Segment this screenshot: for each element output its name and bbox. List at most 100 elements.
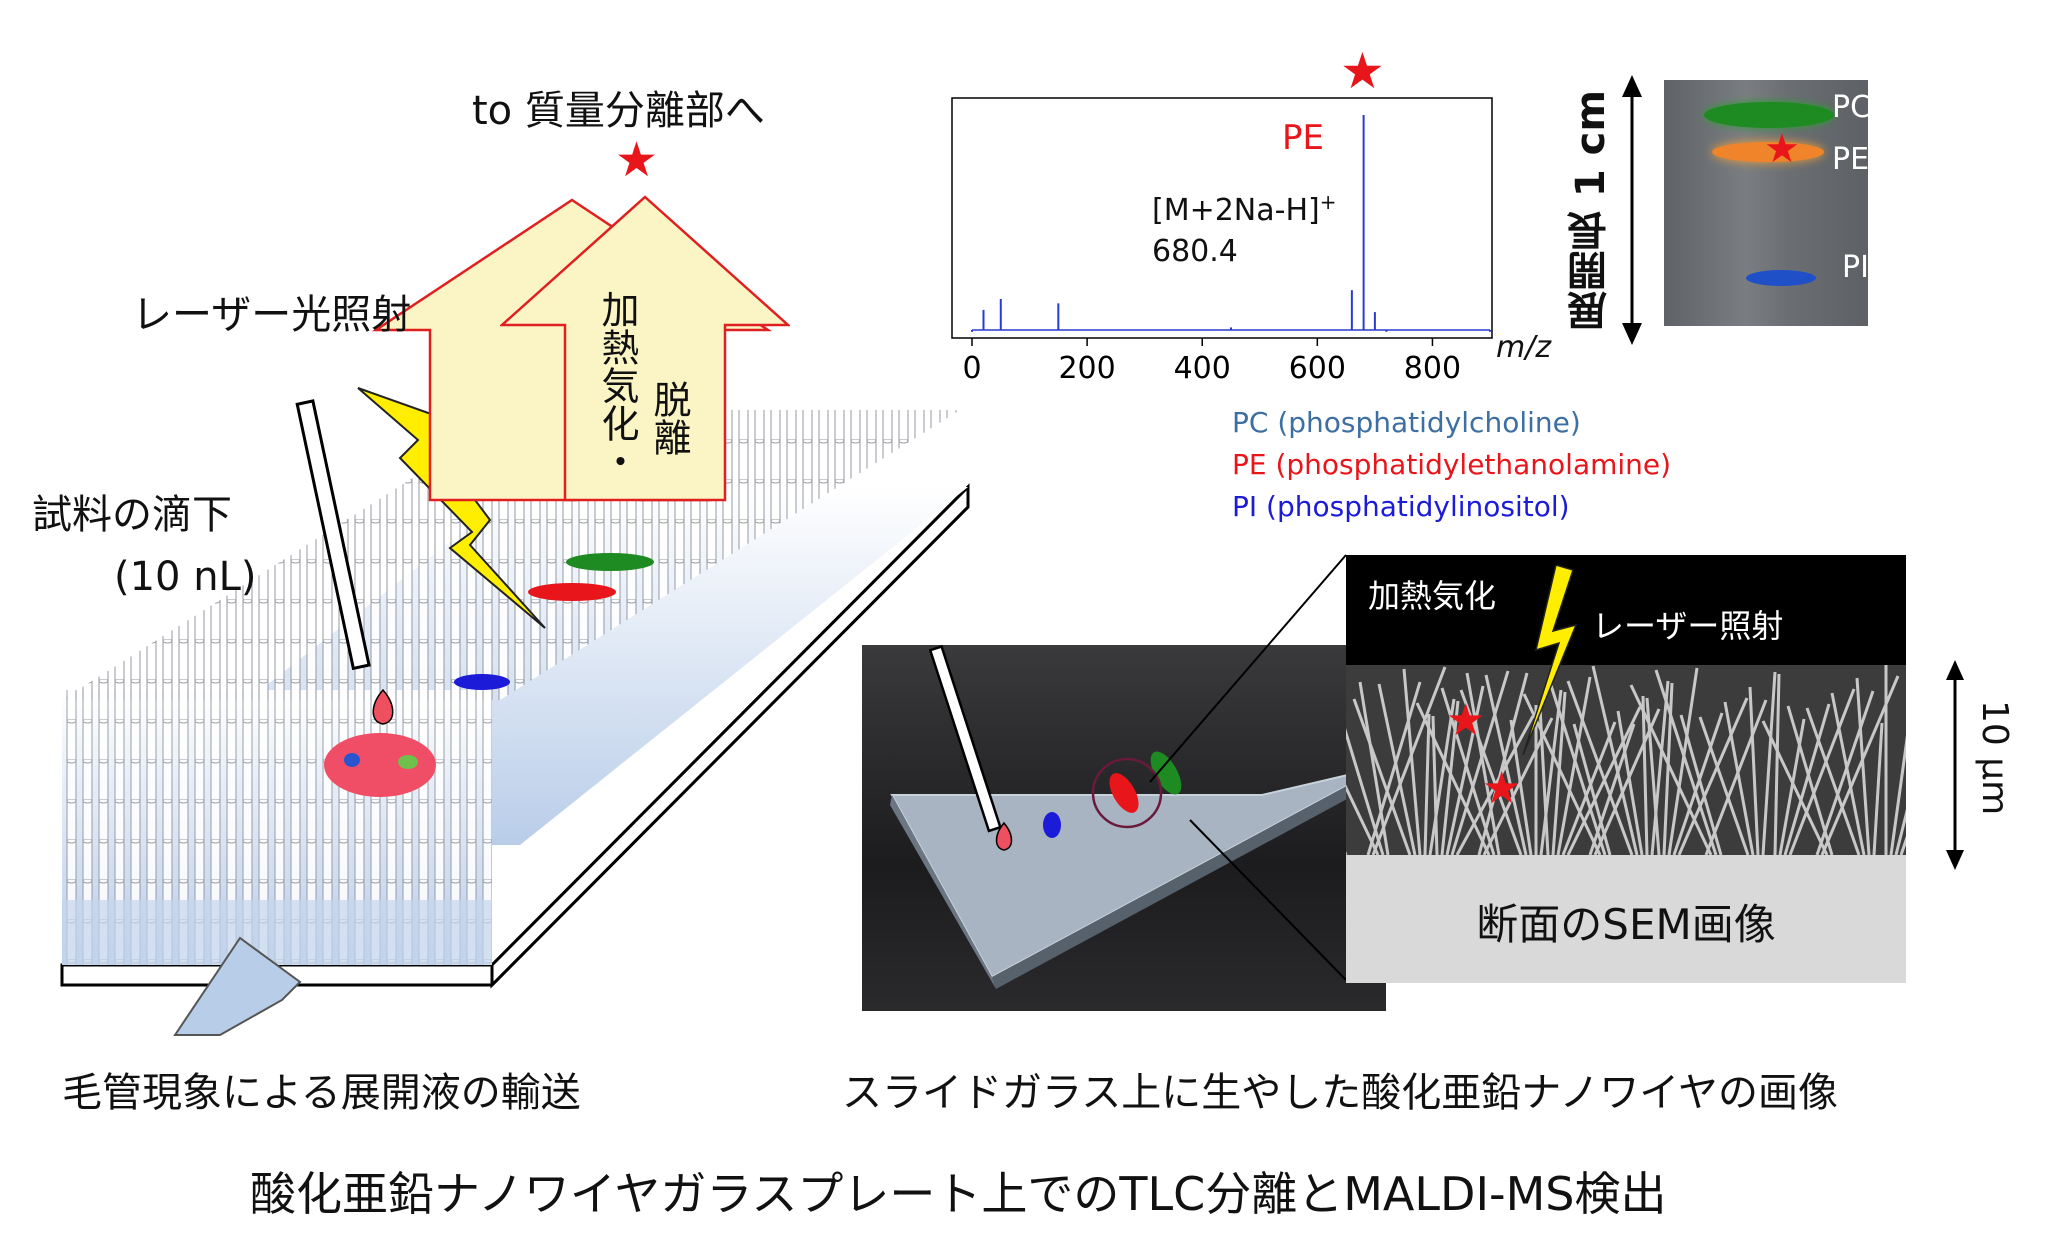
nanowire [1346, 784, 1380, 855]
desorption-label: 加熱気化・ 脱離 [595, 290, 691, 480]
sem-caption-box: 断面のSEM画像 [1346, 855, 1906, 983]
spectrum-tick-label: 400 [1174, 351, 1231, 386]
nanowire [1423, 713, 1431, 855]
nanowire [1629, 684, 1713, 855]
spectrum-tick-label: 600 [1289, 351, 1346, 386]
spot-red [528, 583, 616, 601]
nanowire [1556, 676, 1592, 855]
nanowire [1677, 697, 1749, 855]
nanowire [1650, 680, 1670, 855]
sem-scale-arrow [1946, 660, 1964, 870]
ms-destination-label: to 質量分離部へ [472, 88, 765, 134]
spot-blue [454, 674, 510, 690]
tlc-spot-pe [1712, 142, 1824, 162]
nanowire [1889, 735, 1906, 855]
nanowire [1366, 681, 1422, 855]
transport-arrow [173, 936, 302, 1036]
sem-scale-label: 10 μm [1974, 700, 2015, 816]
nanowire [1704, 699, 1768, 855]
tlc-star-icon: ★ [1764, 126, 1800, 172]
nanowire [1547, 678, 1607, 855]
nanowire [1440, 700, 1460, 855]
nanowire [1428, 698, 1456, 855]
nanowire [1667, 667, 1699, 855]
nanowire [1654, 669, 1718, 855]
nanowire [1672, 712, 1724, 855]
nanowire [1551, 691, 1567, 855]
legend-item-pe: PE (phosphatidylethanolamine) [1232, 448, 1672, 481]
tlc-spot-pc [1704, 102, 1834, 128]
nanowire [1431, 715, 1439, 855]
tlc-label-pc: PC [1832, 90, 1872, 125]
spectrum-tick-label: 800 [1404, 351, 1461, 386]
laser-label: レーザー光照射 [132, 292, 412, 338]
sem-laser-label: レーザー照射 [1592, 607, 1784, 645]
legend-item-pc: PC (phosphatidylcholine) [1232, 406, 1581, 439]
nanowire [1371, 666, 1447, 855]
sem-lightning-icon [1522, 565, 1578, 755]
nanowire [1588, 723, 1636, 855]
nanowire [1477, 672, 1529, 855]
spectrum-trace [971, 114, 1491, 332]
nanowire [1509, 719, 1533, 855]
nanowire [1377, 683, 1417, 855]
nanowire [1352, 698, 1412, 855]
sem-nanowires [1346, 665, 1906, 855]
nanowire-plate-illustration [60, 198, 970, 1036]
tlc-label-pi: PI [1842, 250, 1869, 285]
nanowire [1566, 680, 1634, 855]
tlc-spot-pi [1746, 270, 1816, 286]
zoom-circle [1091, 757, 1163, 829]
nanowire [1773, 673, 1781, 855]
sample-droplet [372, 688, 394, 725]
nanowire [1616, 710, 1644, 855]
sample-drop-label: 試料の滴下 [32, 492, 232, 538]
nanowire [1805, 707, 1861, 855]
spectrum-frame [951, 97, 1493, 339]
spectrum-ion-label: [M+2Na-H]+ [1152, 190, 1337, 228]
nanowire [1591, 665, 1639, 855]
desorption-arrow-overlay [500, 195, 790, 502]
capillary-transport-label: 毛管現象による展開液の輸送 [62, 1070, 581, 1116]
zoom-lines [1149, 554, 1347, 981]
nanowire [1788, 688, 1856, 855]
figure-title: 酸化亜鉛ナノワイヤガラスプレート上でのTLC分離とMALDI-MS検出 [250, 1167, 1667, 1221]
nanowire [1748, 686, 1760, 855]
nanowire [1783, 703, 1831, 855]
nanowire [1415, 702, 1491, 855]
nanowire [1872, 722, 1884, 855]
nanowire [1815, 690, 1875, 855]
spectrum-tick-label: 0 [962, 351, 981, 386]
nanowire [1459, 689, 1523, 855]
star-icon: ★ [615, 132, 659, 188]
nanowire [1539, 689, 1563, 855]
pipette [295, 399, 371, 671]
nanowire [1641, 695, 1649, 855]
sem-heat-label: 加熱気化 [1368, 577, 1497, 615]
nanowire [1450, 670, 1510, 855]
nanowire [1855, 677, 1871, 855]
slide-photo-content [890, 645, 1384, 989]
spectrum-mz-value: 680.4 [1152, 234, 1238, 269]
nanowire [1778, 718, 1806, 855]
tlc-length-arrow [1622, 75, 1642, 345]
nanowire [1465, 672, 1501, 855]
legend-item-pi: PI (phosphatidylinositol) [1232, 490, 1570, 523]
nanowire [1645, 697, 1661, 855]
spot-green [566, 553, 654, 571]
nanowire [1761, 720, 1829, 855]
sample-spot [324, 733, 436, 797]
nanowire [1894, 808, 1906, 855]
nanowire [1538, 706, 1550, 855]
tlc-image: ★ PC PE PI [1664, 80, 1872, 326]
spectrum-star-icon: ★ [1340, 42, 1385, 100]
tlc-length-label: 展開長 1 cm [1568, 89, 1614, 331]
legend: PC (phosphatidylcholine) PE (phosphatidy… [1232, 402, 1671, 528]
nanowire [1445, 685, 1485, 855]
nanowire [1698, 716, 1750, 855]
sem-caption: 断面のSEM画像 [1476, 900, 1776, 949]
nanowire [1761, 671, 1777, 855]
nanowire [1402, 668, 1422, 855]
